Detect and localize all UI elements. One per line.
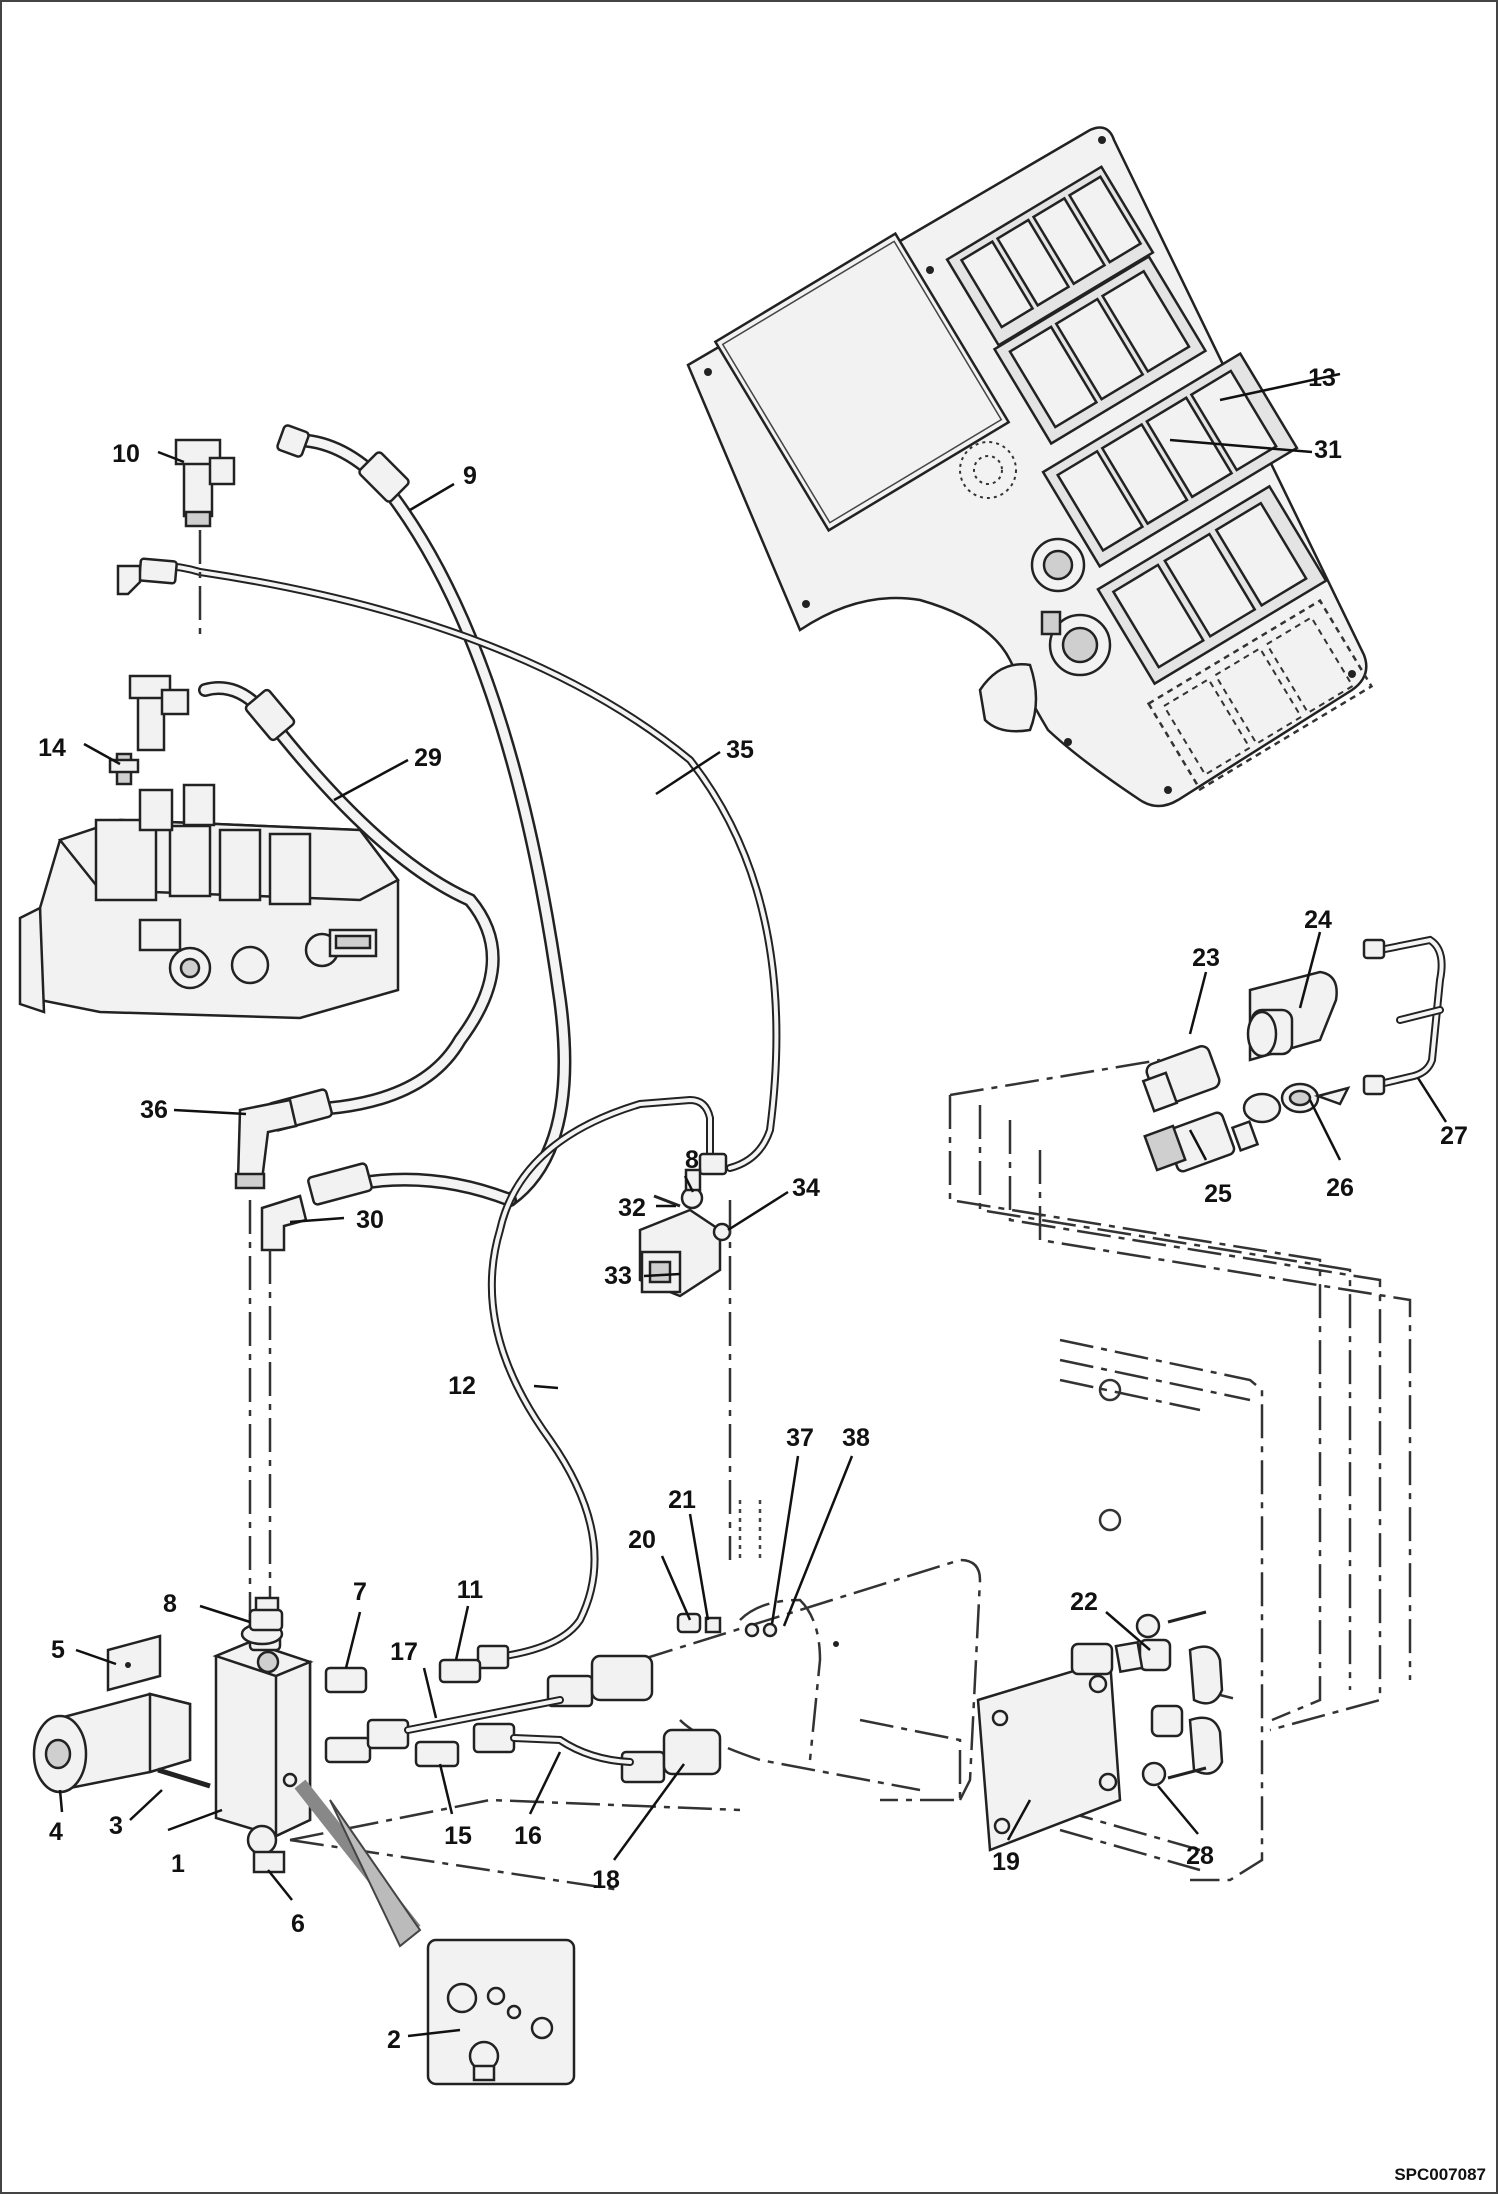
reference-code: SPC007087 (1394, 2165, 1486, 2184)
coupler-assembly (1141, 935, 1446, 1173)
callout-12: 12 (448, 1372, 476, 1400)
tee-fitting-lower (128, 674, 190, 752)
callout-13: 13 (1308, 364, 1336, 392)
callout-8-lower: 8 (163, 1590, 177, 1618)
cover-plate-5 (106, 1634, 162, 1692)
callout-35: 35 (726, 736, 754, 764)
callout-22: 22 (1070, 1588, 1098, 1616)
callout-29: 29 (414, 744, 442, 772)
callout-15: 15 (444, 1822, 472, 1850)
callout-14: 14 (38, 734, 66, 762)
callout-27: 27 (1440, 1122, 1468, 1150)
switch-panel (686, 126, 1374, 808)
callout-3: 3 (109, 1812, 123, 1840)
callout-24: 24 (1304, 906, 1332, 934)
callout-33: 33 (604, 1262, 632, 1290)
elbow-36 (234, 1098, 298, 1190)
callout-23: 23 (1192, 944, 1220, 972)
bracket-plate-19 (976, 1610, 1224, 1852)
callout-37: 37 (786, 1424, 814, 1452)
callout-28: 28 (1186, 1842, 1214, 1870)
callout-32: 32 (618, 1194, 646, 1222)
callout-4: 4 (49, 1818, 63, 1846)
callout-16: 16 (514, 1822, 542, 1850)
callout-8-upper: 8 (685, 1146, 699, 1174)
detail-inset-2 (294, 1779, 576, 2086)
solenoid-valve-33 (638, 1168, 732, 1298)
callout-17: 17 (390, 1638, 418, 1666)
callout-34: 34 (792, 1174, 820, 1202)
callout-5: 5 (51, 1636, 65, 1664)
elbow-30 (260, 1194, 308, 1252)
callout-labels: 1 2 3 4 5 6 7 8 8 9 10 11 12 13 14 15 16… (38, 364, 1468, 2054)
callout-31: 31 (1314, 436, 1342, 464)
callout-11: 11 (457, 1576, 484, 1604)
callout-7: 7 (353, 1578, 367, 1606)
solenoid-4 (32, 1692, 192, 1794)
callout-21: 21 (668, 1486, 696, 1514)
callout-19: 19 (992, 1848, 1020, 1876)
dashed-frame (198, 530, 1412, 1892)
manifold-block-1 (212, 1596, 314, 1874)
callout-9: 9 (463, 462, 477, 490)
leader-lines (58, 372, 1448, 2038)
callout-36: 36 (140, 1096, 168, 1124)
callout-6: 6 (291, 1910, 305, 1938)
callout-38: 38 (842, 1424, 870, 1452)
fittings-row (324, 1654, 722, 1784)
callout-10: 10 (112, 440, 140, 468)
tee-fitting-10 (174, 438, 236, 528)
control-valve-bank (18, 752, 400, 1020)
callout-30: 30 (356, 1206, 384, 1234)
callout-20: 20 (628, 1526, 656, 1554)
callout-1: 1 (171, 1850, 185, 1878)
callout-26: 26 (1326, 1174, 1354, 1202)
callout-25: 25 (1204, 1180, 1232, 1208)
callout-18: 18 (592, 1866, 620, 1894)
callout-2: 2 (387, 2026, 401, 2054)
